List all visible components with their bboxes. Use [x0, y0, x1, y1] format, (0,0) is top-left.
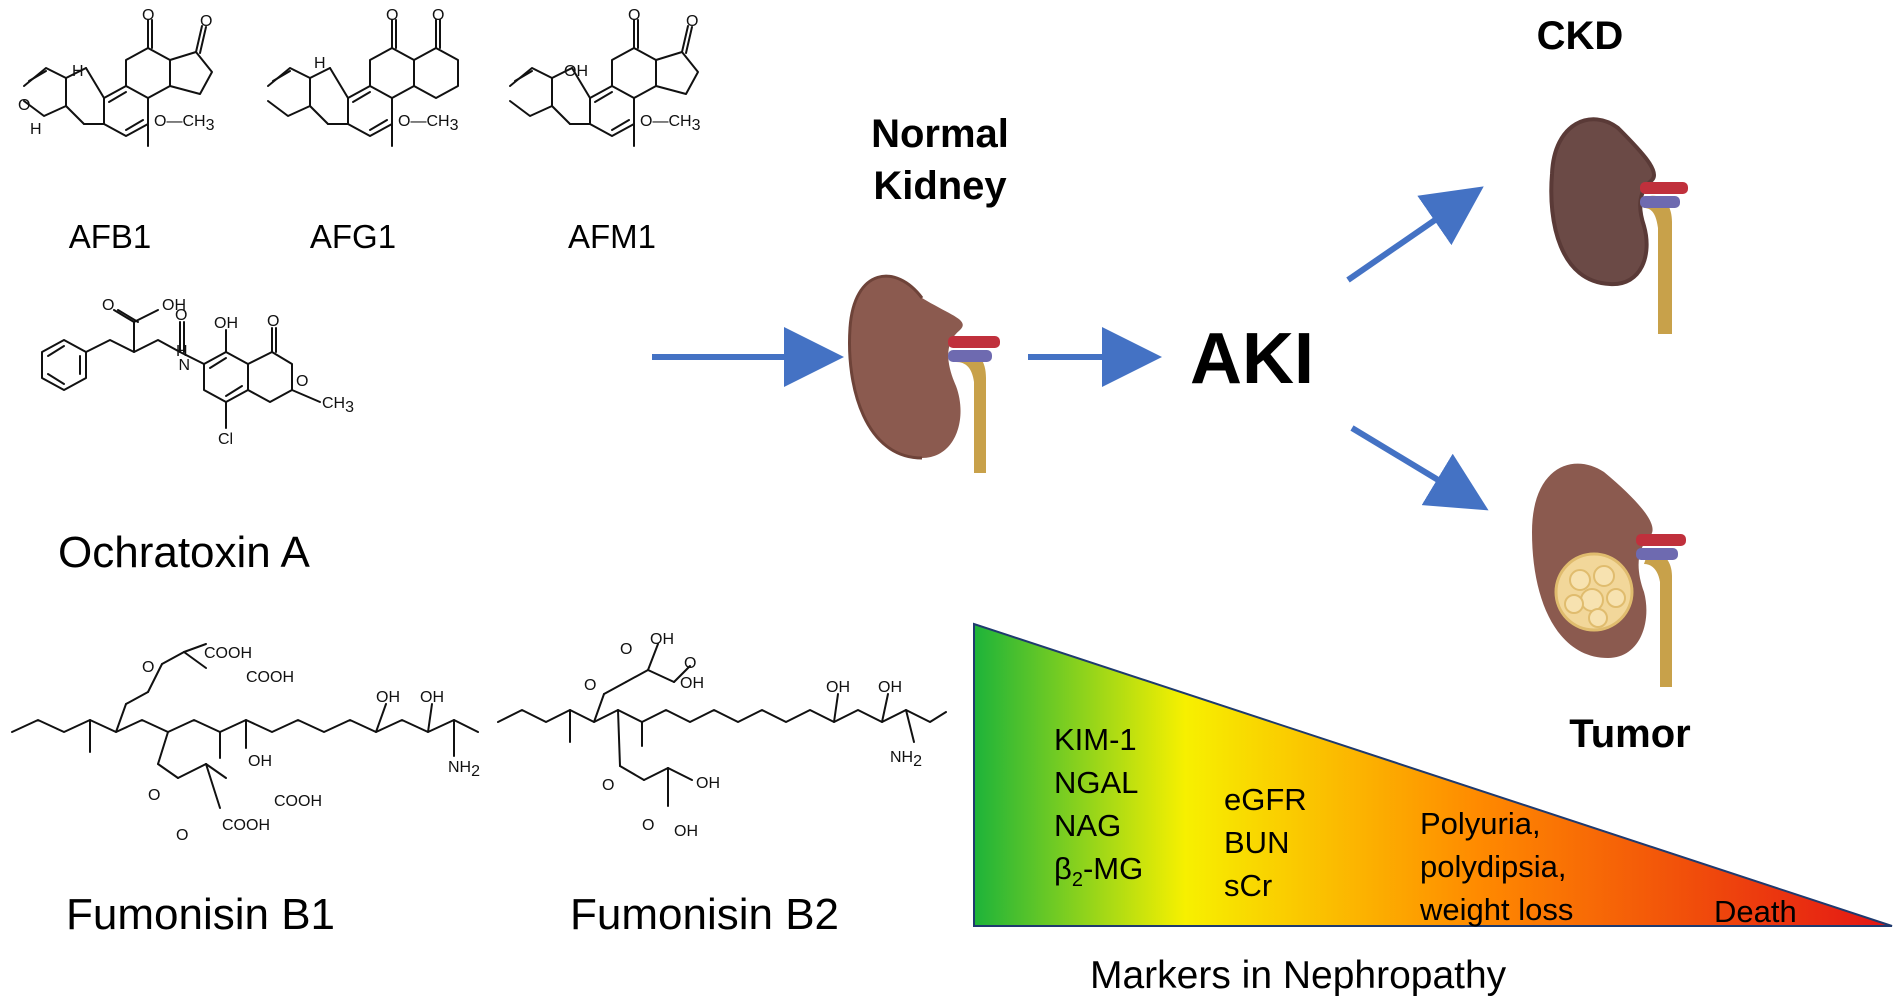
marker-gradient-triangle	[973, 622, 1893, 927]
fb2-oh1: OH	[650, 631, 674, 648]
marker-ngal: NGAL	[1054, 765, 1139, 800]
fb1-oh3: OH	[248, 753, 272, 770]
afg1-h1: H	[314, 55, 326, 72]
afm1-o1: O	[628, 7, 640, 24]
marker-weight-loss: weight loss	[1420, 892, 1574, 927]
fb1-oh2: OH	[420, 689, 444, 706]
afb1-o2: O	[200, 13, 212, 30]
ochratoxin-cl: Cl	[218, 431, 233, 448]
fb2-oh2: OH	[680, 675, 704, 692]
ochratoxin-oh2: OH	[214, 315, 238, 332]
fb2-o5: O	[642, 817, 654, 834]
aki-label: AKI	[1190, 319, 1314, 399]
normal-kidney-title-line2: Kidney	[873, 164, 1007, 208]
afm1-och3: O—CH3	[640, 113, 701, 134]
mid-markers: eGFR BUN sCr	[1224, 778, 1307, 907]
afb1-och3: O—CH3	[154, 113, 215, 134]
afb1-label: AFB1	[68, 218, 152, 255]
marker-scr: sCr	[1224, 868, 1273, 903]
marker-polyuria: Polyuria,	[1420, 806, 1541, 841]
fumonisin-b2-structure: OH O O OH O OH OH O OH O OH NH2	[497, 631, 947, 840]
marker-polydipsia: polydipsia,	[1420, 849, 1567, 884]
fb1-cooh2: COOH	[246, 669, 294, 686]
afm1-label: AFM1	[567, 218, 656, 255]
marker-kim1: KIM-1	[1054, 722, 1137, 757]
marker-b2mg: β2-MG	[1054, 851, 1144, 892]
afm1-o2: O	[686, 13, 698, 30]
ochratoxin-oh1: OH	[162, 297, 186, 314]
afg1-structure: O O H O—CH3	[267, 7, 459, 147]
afm1-structure: O O OH O—CH3	[509, 7, 701, 147]
arrow-aki-to-ckd	[1346, 186, 1484, 283]
afb1-structure: O O H H O O—CH3	[18, 7, 215, 147]
fb2-o2: O	[584, 677, 596, 694]
fb2-oh4: OH	[878, 679, 902, 696]
ochratoxin-structure: OH O O NH OH O O CH3 Cl	[41, 297, 354, 448]
fb2-nh2: NH2	[890, 749, 922, 770]
ochratoxin-nh: NH	[176, 343, 190, 374]
fb2-o1: O	[620, 641, 632, 658]
arrow-aki-to-tumor	[1350, 425, 1489, 511]
ckd-title: CKD	[1536, 14, 1624, 58]
fumonisin-b2-label: Fumonisin B2	[570, 890, 840, 939]
ochratoxin-o3: O	[267, 313, 279, 330]
afb1-o1: O	[142, 7, 154, 24]
fb1-o3: O	[176, 827, 188, 844]
ochratoxin-ch3: CH3	[322, 395, 354, 416]
tumor-kidney-illustration	[1532, 463, 1686, 687]
fb2-oh6: OH	[674, 823, 698, 840]
ochratoxin-label: Ochratoxin A	[58, 528, 310, 577]
afb1-h2: H	[30, 121, 42, 138]
afg1-label: AFG1	[309, 218, 397, 255]
fb1-cooh1: COOH	[204, 645, 252, 662]
afb1-h1: H	[72, 63, 84, 80]
afb1-o3: O	[18, 97, 30, 114]
ochratoxin-o4: O	[296, 373, 308, 390]
afg1-o1: O	[386, 7, 398, 24]
fb2-o3: O	[684, 655, 696, 672]
marker-egfr: eGFR	[1224, 782, 1307, 817]
fb1-o2: O	[148, 787, 160, 804]
marker-bun: BUN	[1224, 825, 1290, 860]
fb2-oh5: OH	[696, 775, 720, 792]
normal-kidney-title-line1: Normal	[871, 112, 1009, 156]
ckd-kidney-illustration	[1549, 117, 1688, 334]
fb2-oh3: OH	[826, 679, 850, 696]
marker-nag: NAG	[1054, 808, 1122, 843]
ochratoxin-o1: O	[102, 297, 114, 314]
fb1-cooh4: COOH	[222, 817, 270, 834]
fumonisin-b1-structure: COOH COOH O OH OH OH O COOH COOH O NH2	[11, 643, 480, 844]
fb1-cooh3: COOH	[274, 793, 322, 810]
afg1-o2: O	[432, 7, 444, 24]
marker-death: Death	[1714, 894, 1797, 929]
normal-kidney-illustration	[848, 274, 1000, 473]
late-markers: Polyuria, polydipsia, weight loss	[1420, 802, 1573, 931]
markers-caption: Markers in Nephropathy	[1090, 954, 1507, 997]
fumonisin-b1-label: Fumonisin B1	[66, 890, 336, 939]
fb2-o4: O	[602, 777, 614, 794]
fb1-nh2: NH2	[448, 759, 480, 780]
tumor-title: Tumor	[1569, 712, 1691, 756]
afg1-och3: O—CH3	[398, 113, 459, 134]
normal-kidney-title: Normal Kidney	[840, 108, 1040, 212]
ochratoxin-o2: O	[175, 307, 187, 324]
fb1-o1: O	[142, 659, 154, 676]
fb1-oh1: OH	[376, 689, 400, 706]
afm1-oh: OH	[564, 63, 588, 80]
early-markers: KIM-1 NGAL NAG β2-MG	[1054, 718, 1143, 902]
